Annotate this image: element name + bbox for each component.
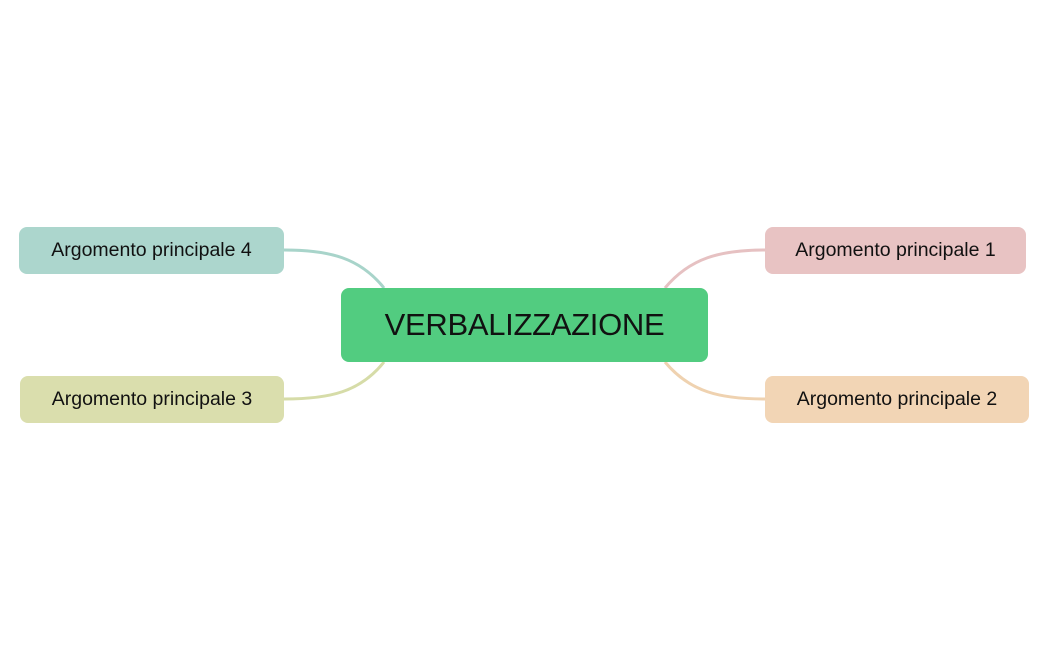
main-topic-4-label: Argomento principale 4 — [51, 239, 252, 261]
central-topic[interactable]: VERBALIZZAZIONE — [341, 288, 708, 362]
connector-topic-2 — [663, 361, 766, 401]
main-topic-3[interactable]: Argomento principale 3 — [20, 376, 284, 423]
central-topic-label: VERBALIZZAZIONE — [384, 307, 665, 342]
main-topic-1[interactable]: Argomento principale 1 — [765, 227, 1026, 274]
main-topic-2-label: Argomento principale 2 — [796, 388, 998, 410]
main-topic-4[interactable]: Argomento principale 4 — [19, 227, 284, 274]
main-topic-2[interactable]: Argomento principale 2 — [765, 376, 1029, 423]
main-topic-3-label: Argomento principale 3 — [51, 388, 253, 410]
connector-topic-1 — [663, 248, 766, 289]
main-topic-1-label: Argomento principale 1 — [795, 239, 996, 261]
connector-topic-4 — [283, 248, 386, 289]
connector-topic-3 — [283, 361, 386, 401]
